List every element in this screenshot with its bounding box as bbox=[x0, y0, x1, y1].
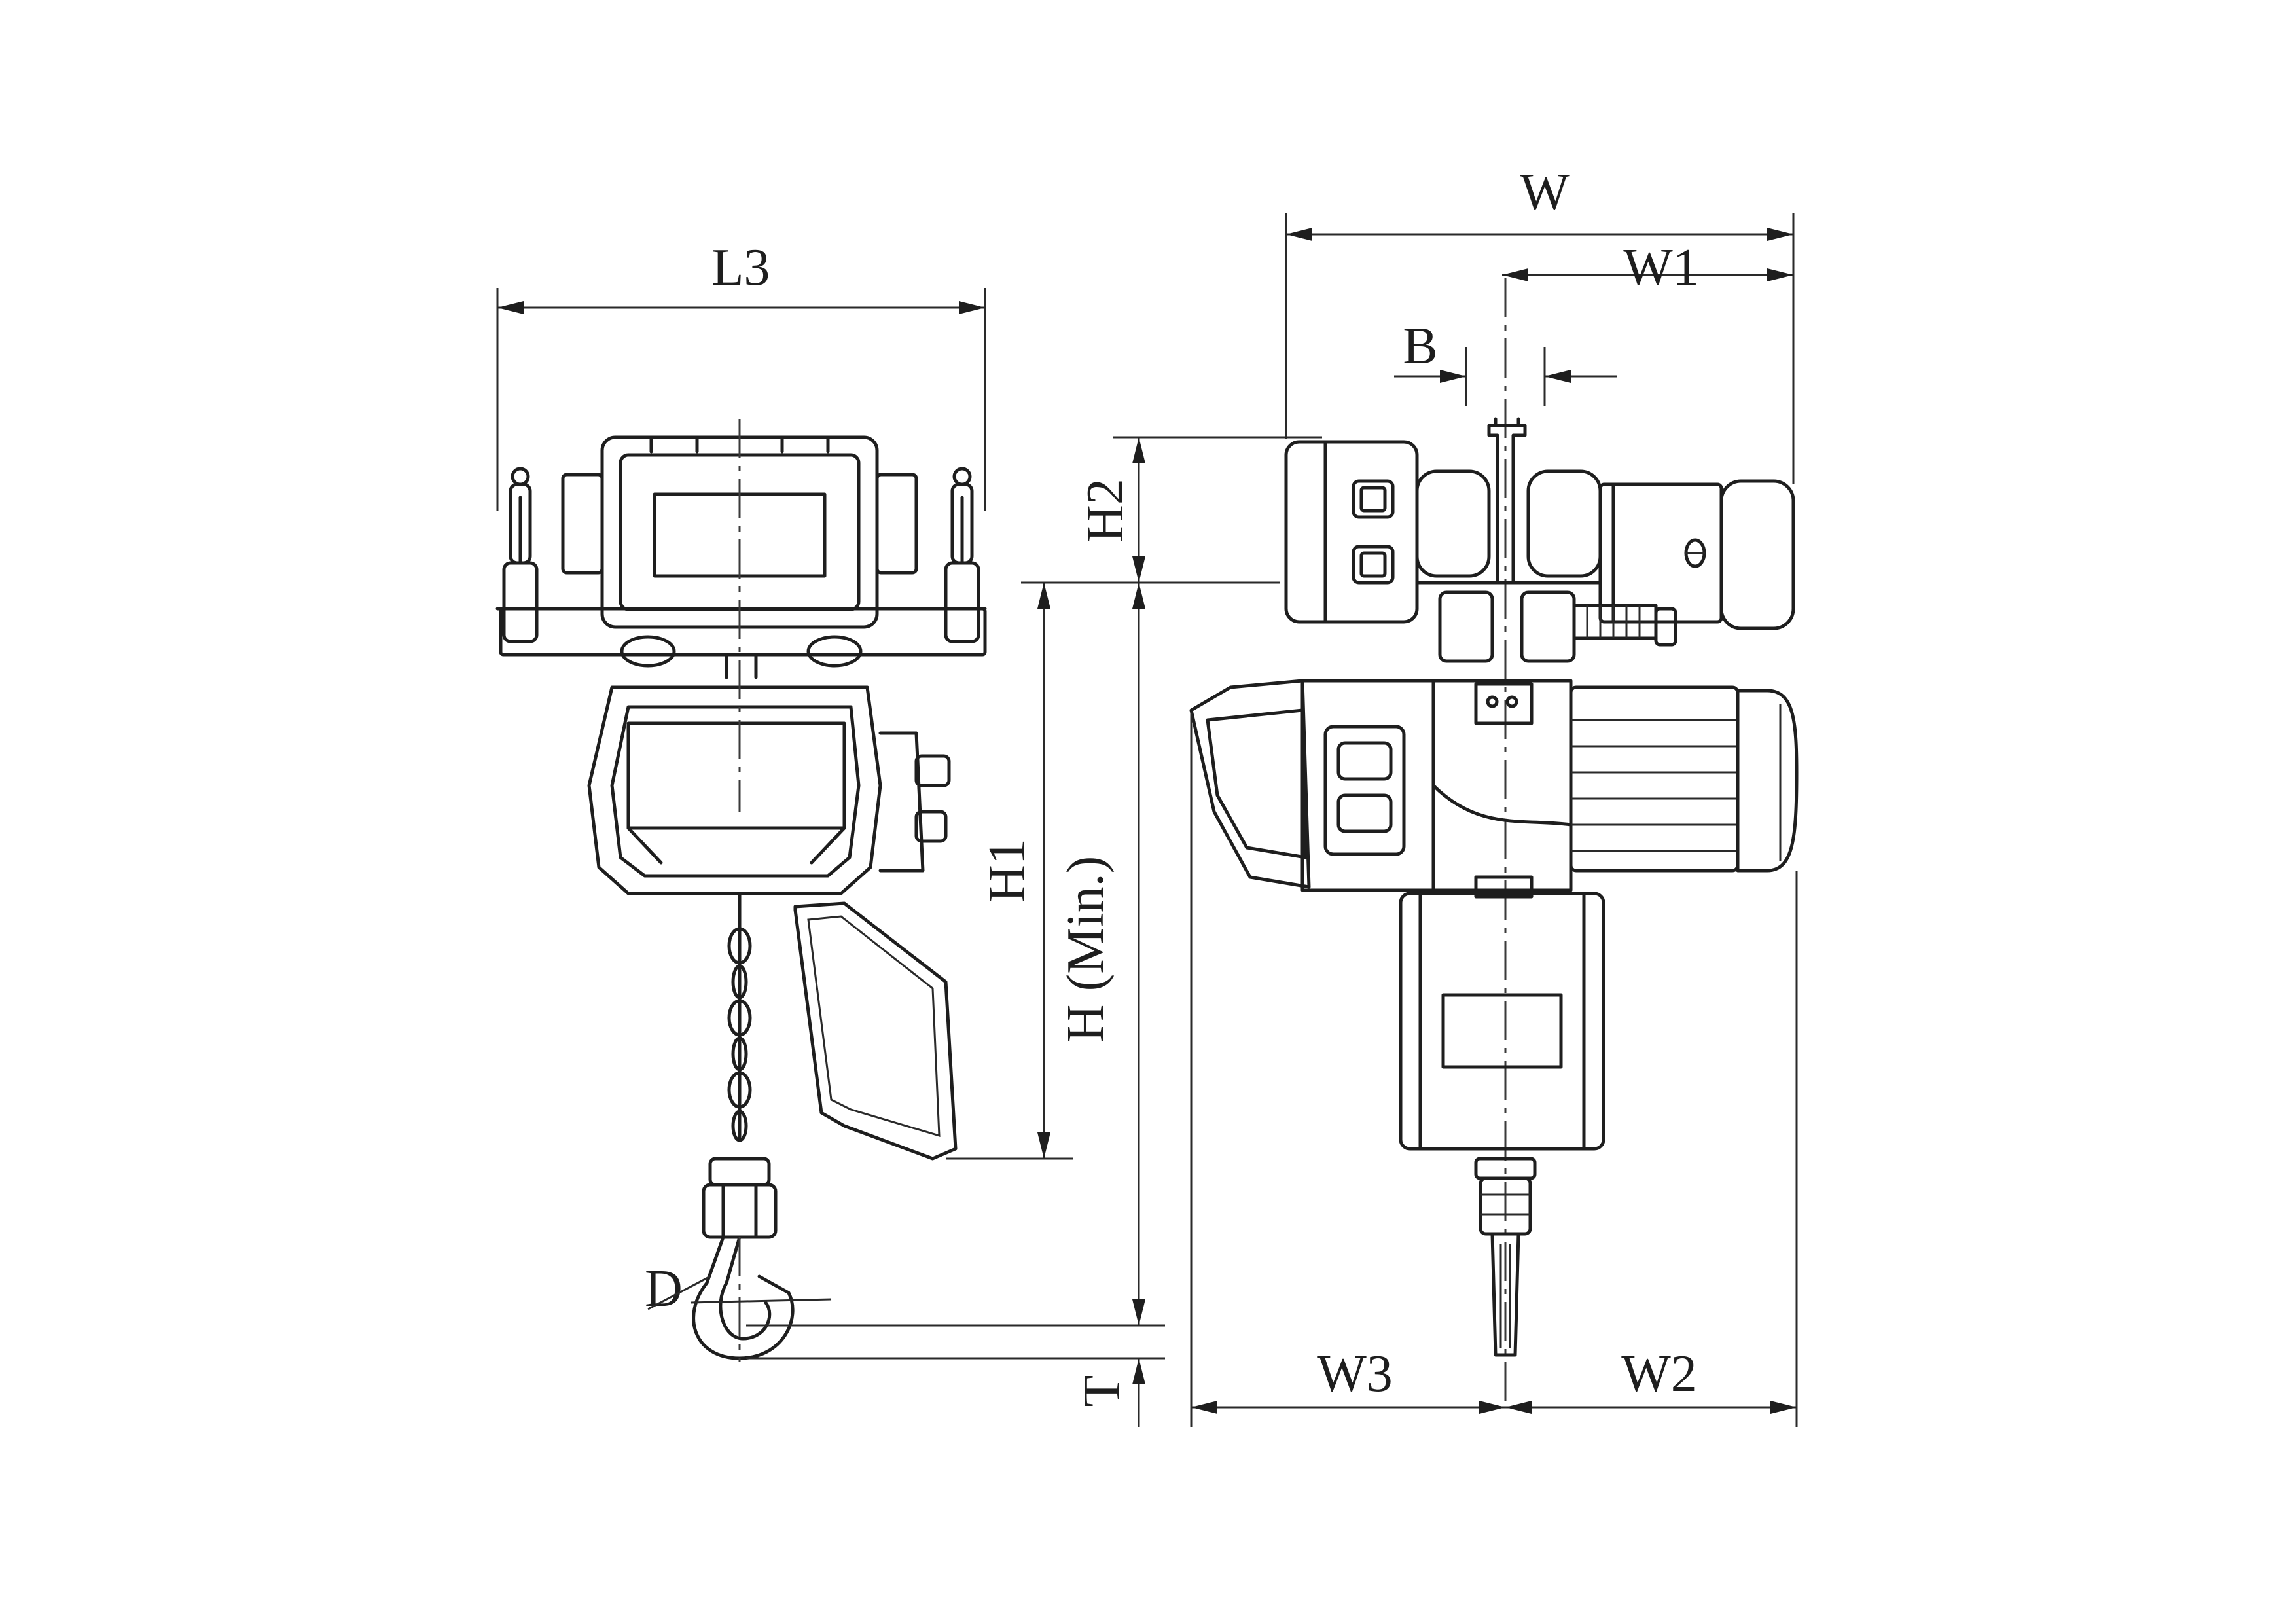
label-W2: W2 bbox=[1621, 1345, 1697, 1403]
side-trolley-box bbox=[1284, 440, 1419, 624]
label-W3: W3 bbox=[1317, 1345, 1393, 1403]
label-W: W bbox=[1520, 164, 1570, 221]
side-hook bbox=[1474, 1157, 1537, 1357]
chain-bucket bbox=[793, 901, 958, 1161]
hook-block bbox=[702, 1157, 778, 1239]
front-hoist-body bbox=[587, 685, 951, 895]
label-L3: L3 bbox=[712, 239, 770, 297]
side-gearbox bbox=[1399, 892, 1605, 1151]
label-D: D bbox=[645, 1260, 683, 1318]
front-view: L3 bbox=[495, 239, 1165, 1362]
label-B: B bbox=[1403, 317, 1437, 375]
right-limit-switch bbox=[944, 467, 980, 643]
i-beam bbox=[1487, 417, 1527, 585]
front-trolley bbox=[495, 435, 987, 679]
vertical-dimensions: H2 H1 H (Min.) T bbox=[978, 436, 1322, 1427]
side-trolley-motor bbox=[1572, 479, 1795, 647]
side-view: W W1 B bbox=[1189, 164, 1799, 1427]
side-hoist-body bbox=[1189, 679, 1573, 899]
label-T: T bbox=[1073, 1375, 1131, 1407]
label-H1: H1 bbox=[978, 839, 1036, 903]
dim-B: B bbox=[1394, 317, 1617, 406]
load-chain bbox=[727, 892, 752, 1142]
hook bbox=[690, 1235, 832, 1362]
dim-L3: L3 bbox=[496, 239, 986, 511]
label-H-min: H (Min.) bbox=[1057, 856, 1115, 1042]
label-H2: H2 bbox=[1077, 478, 1134, 543]
dim-W3-W2: W3 W2 bbox=[1190, 713, 1798, 1427]
left-limit-switch bbox=[502, 467, 539, 643]
side-hoist-motor bbox=[1569, 685, 1799, 873]
label-W1: W1 bbox=[1623, 239, 1699, 297]
dim-W1: W1 bbox=[1502, 239, 1793, 297]
side-trolley-frame bbox=[1415, 469, 1602, 663]
dim-W: W bbox=[1285, 164, 1795, 484]
